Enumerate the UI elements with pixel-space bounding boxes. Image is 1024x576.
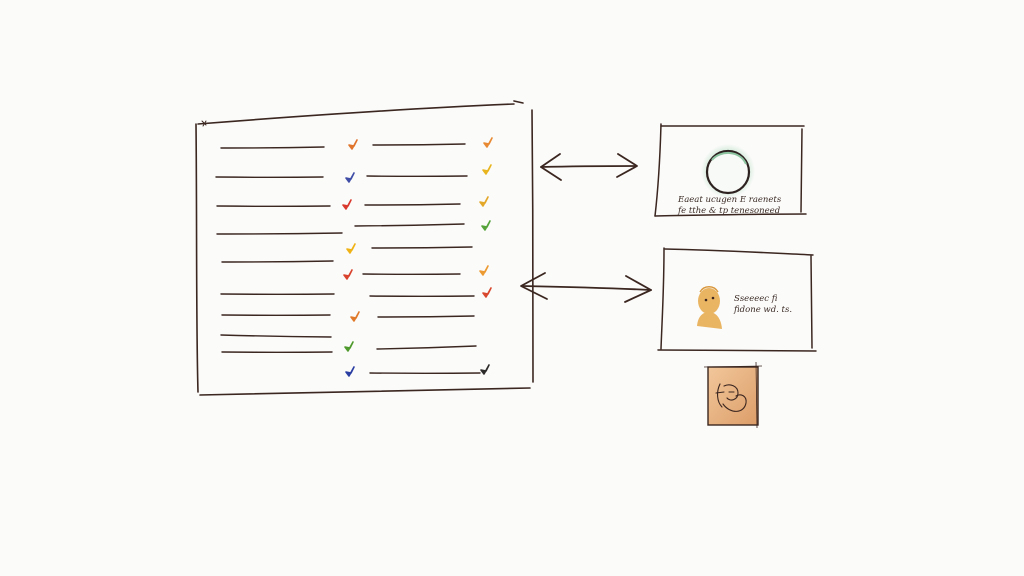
character-icon: [697, 286, 722, 329]
top-card-caption: Eaeat ucugen E raenets fe tthe & tp tene…: [678, 195, 786, 216]
top-card: [654, 123, 807, 217]
checkmark-middle: [345, 172, 355, 183]
row-line-right: [371, 246, 473, 249]
checkmark-right: [482, 287, 492, 298]
checkmark-right: [480, 364, 490, 375]
top-card-caption-line-1: Eaeat ucugen E raenets: [678, 195, 782, 205]
row-line-left: [220, 146, 325, 149]
row-line-right: [354, 223, 465, 227]
checkmark-middle: [343, 269, 353, 280]
checkmark-middle: [350, 311, 360, 322]
top-card-caption-line-2: fe tthe & tp tenesoneed: [678, 205, 781, 216]
row-line-right: [376, 345, 477, 350]
checkmark-middle: [345, 366, 355, 377]
checkmark-right: [479, 265, 489, 276]
list-rows: [215, 137, 493, 377]
circle-icon: [701, 144, 755, 198]
row-line-left: [216, 232, 343, 235]
row-line-right: [364, 203, 461, 206]
checkmark-right: [482, 164, 492, 175]
middle-card: [657, 247, 817, 352]
middle-card-caption: Sseeeec fi fidone wd. ts.: [734, 294, 794, 316]
middle-card-caption-line-2: fidone wd. ts.: [734, 305, 793, 315]
row-line-left: [220, 334, 332, 338]
row-line-right: [377, 315, 475, 318]
checkmark-right: [483, 137, 493, 148]
double-arrow-top: [540, 153, 638, 181]
sketch-face-icon: [715, 383, 747, 412]
checkmark-right: [479, 196, 489, 207]
checkmark-right: [481, 220, 491, 231]
checkmark-middle: [346, 243, 356, 254]
checkmark-middle: [342, 199, 352, 210]
checkmark-middle: [348, 139, 358, 150]
row-line-left: [221, 260, 334, 263]
double-arrow-middle: [520, 272, 652, 303]
row-line-right: [372, 143, 466, 146]
list-panel: [195, 100, 534, 396]
small-tile: [703, 361, 763, 429]
middle-card-caption-line-1: Sseeeec fi: [734, 294, 778, 304]
checkmark-middle: [344, 341, 354, 352]
